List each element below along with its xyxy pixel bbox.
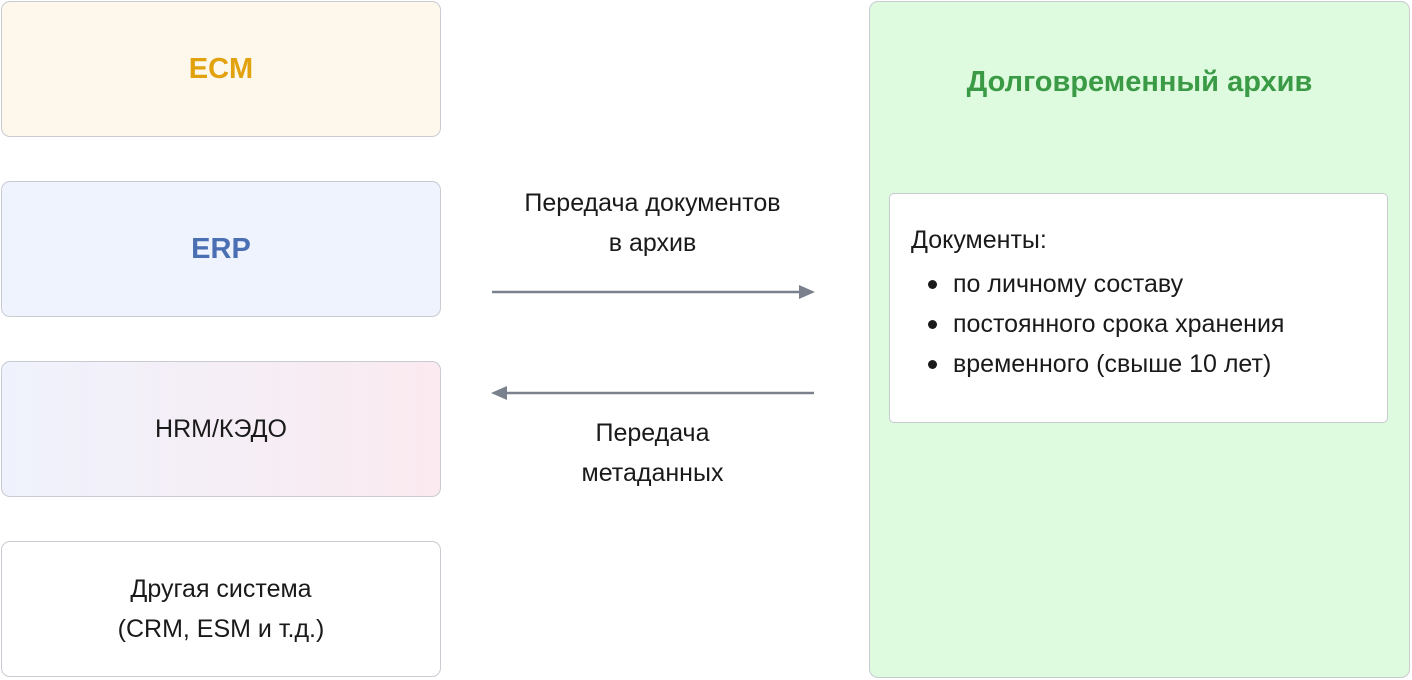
- ecm-system-box: ECM: [1, 1, 441, 137]
- list-item: по личному составу: [911, 264, 1367, 304]
- metadata-transfer-line1: Передача: [595, 419, 710, 447]
- document-type-permanent: постоянного срока хранения: [953, 310, 1285, 338]
- list-item: постоянного срока хранения: [911, 304, 1367, 344]
- ecm-label: ECM: [188, 53, 254, 85]
- documents-list: по личному составу постоянного срока хра…: [911, 264, 1367, 384]
- document-transfer-label: Передача документов в архив: [480, 183, 825, 263]
- other-system-label: Другая система (CRM, ESM и т.д.): [118, 569, 325, 649]
- bullet-icon: [928, 280, 937, 289]
- metadata-transfer-line2: метаданных: [581, 459, 724, 487]
- other-system-box: Другая система (CRM, ESM и т.д.): [1, 541, 441, 677]
- long-term-archive-box: Долговременный архив Документы: по лично…: [869, 1, 1410, 678]
- document-type-personnel: по личному составу: [953, 270, 1184, 298]
- documents-card: Документы: по личному составу постоянног…: [889, 193, 1388, 423]
- list-item: временного (свыше 10 лет): [911, 344, 1367, 384]
- document-transfer-line2: в архив: [608, 229, 697, 257]
- erp-label: ERP: [191, 233, 251, 265]
- hrm-label: HRM/КЭДО: [155, 415, 287, 443]
- archive-title: Долговременный архив: [966, 66, 1313, 98]
- arrow-left-icon: [491, 386, 814, 400]
- document-transfer-line1: Передача документов: [524, 189, 781, 217]
- documents-heading: Документы:: [911, 226, 1047, 254]
- arrow-right-icon: [492, 285, 815, 299]
- bullet-icon: [928, 320, 937, 329]
- metadata-transfer-label: Передача метаданных: [480, 413, 825, 493]
- bullet-icon: [928, 360, 937, 369]
- document-type-temporary: временного (свыше 10 лет): [953, 350, 1272, 378]
- other-system-examples: (CRM, ESM и т.д.): [117, 615, 325, 643]
- erp-system-box: ERP: [1, 181, 441, 317]
- other-system-name: Другая система: [130, 575, 312, 603]
- hrm-system-box: HRM/КЭДО: [1, 361, 441, 497]
